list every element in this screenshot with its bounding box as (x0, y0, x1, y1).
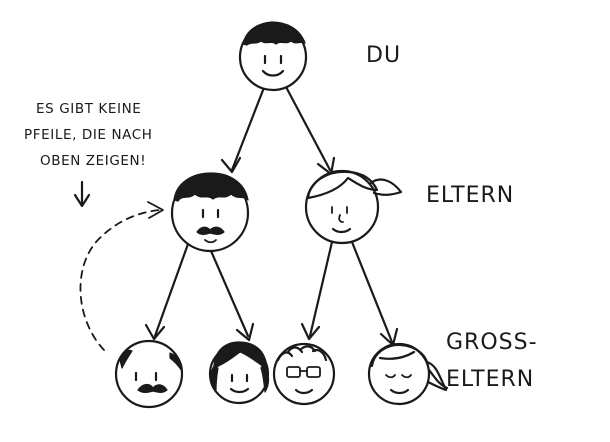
arrow-father-to-grandfather-paternal (144, 242, 190, 341)
arrow-mother-to-grandmother-maternal (350, 240, 399, 347)
face-you (238, 21, 308, 92)
face-mother (304, 169, 403, 245)
dashed-upward-arrow (79, 201, 164, 351)
label-you: DU (366, 43, 401, 68)
arrow-you-to-father (220, 83, 267, 174)
note-line-2: PFEILE, DIE NACH (24, 127, 153, 143)
face-father (170, 172, 250, 253)
arrow-you-to-mother (283, 83, 336, 176)
note-down-arrow (73, 180, 91, 208)
face-grandmother-paternal (208, 341, 270, 405)
arrow-father-to-grandmother-paternal (206, 242, 255, 342)
face-grandfather-paternal (114, 339, 184, 409)
label-grandparents-line1: GROSS- (446, 330, 538, 355)
note-line-3: OBEN ZEIGEN! (40, 153, 146, 169)
label-grandparents-line2: ELTERN (446, 367, 534, 392)
face-grandmother-maternal (367, 342, 449, 406)
note-line-1: ES GIBT KEINE (36, 101, 141, 117)
label-parents: ELTERN (426, 183, 514, 208)
arrow-mother-to-grandfather-maternal (300, 240, 334, 341)
face-grandfather-maternal (272, 342, 336, 406)
